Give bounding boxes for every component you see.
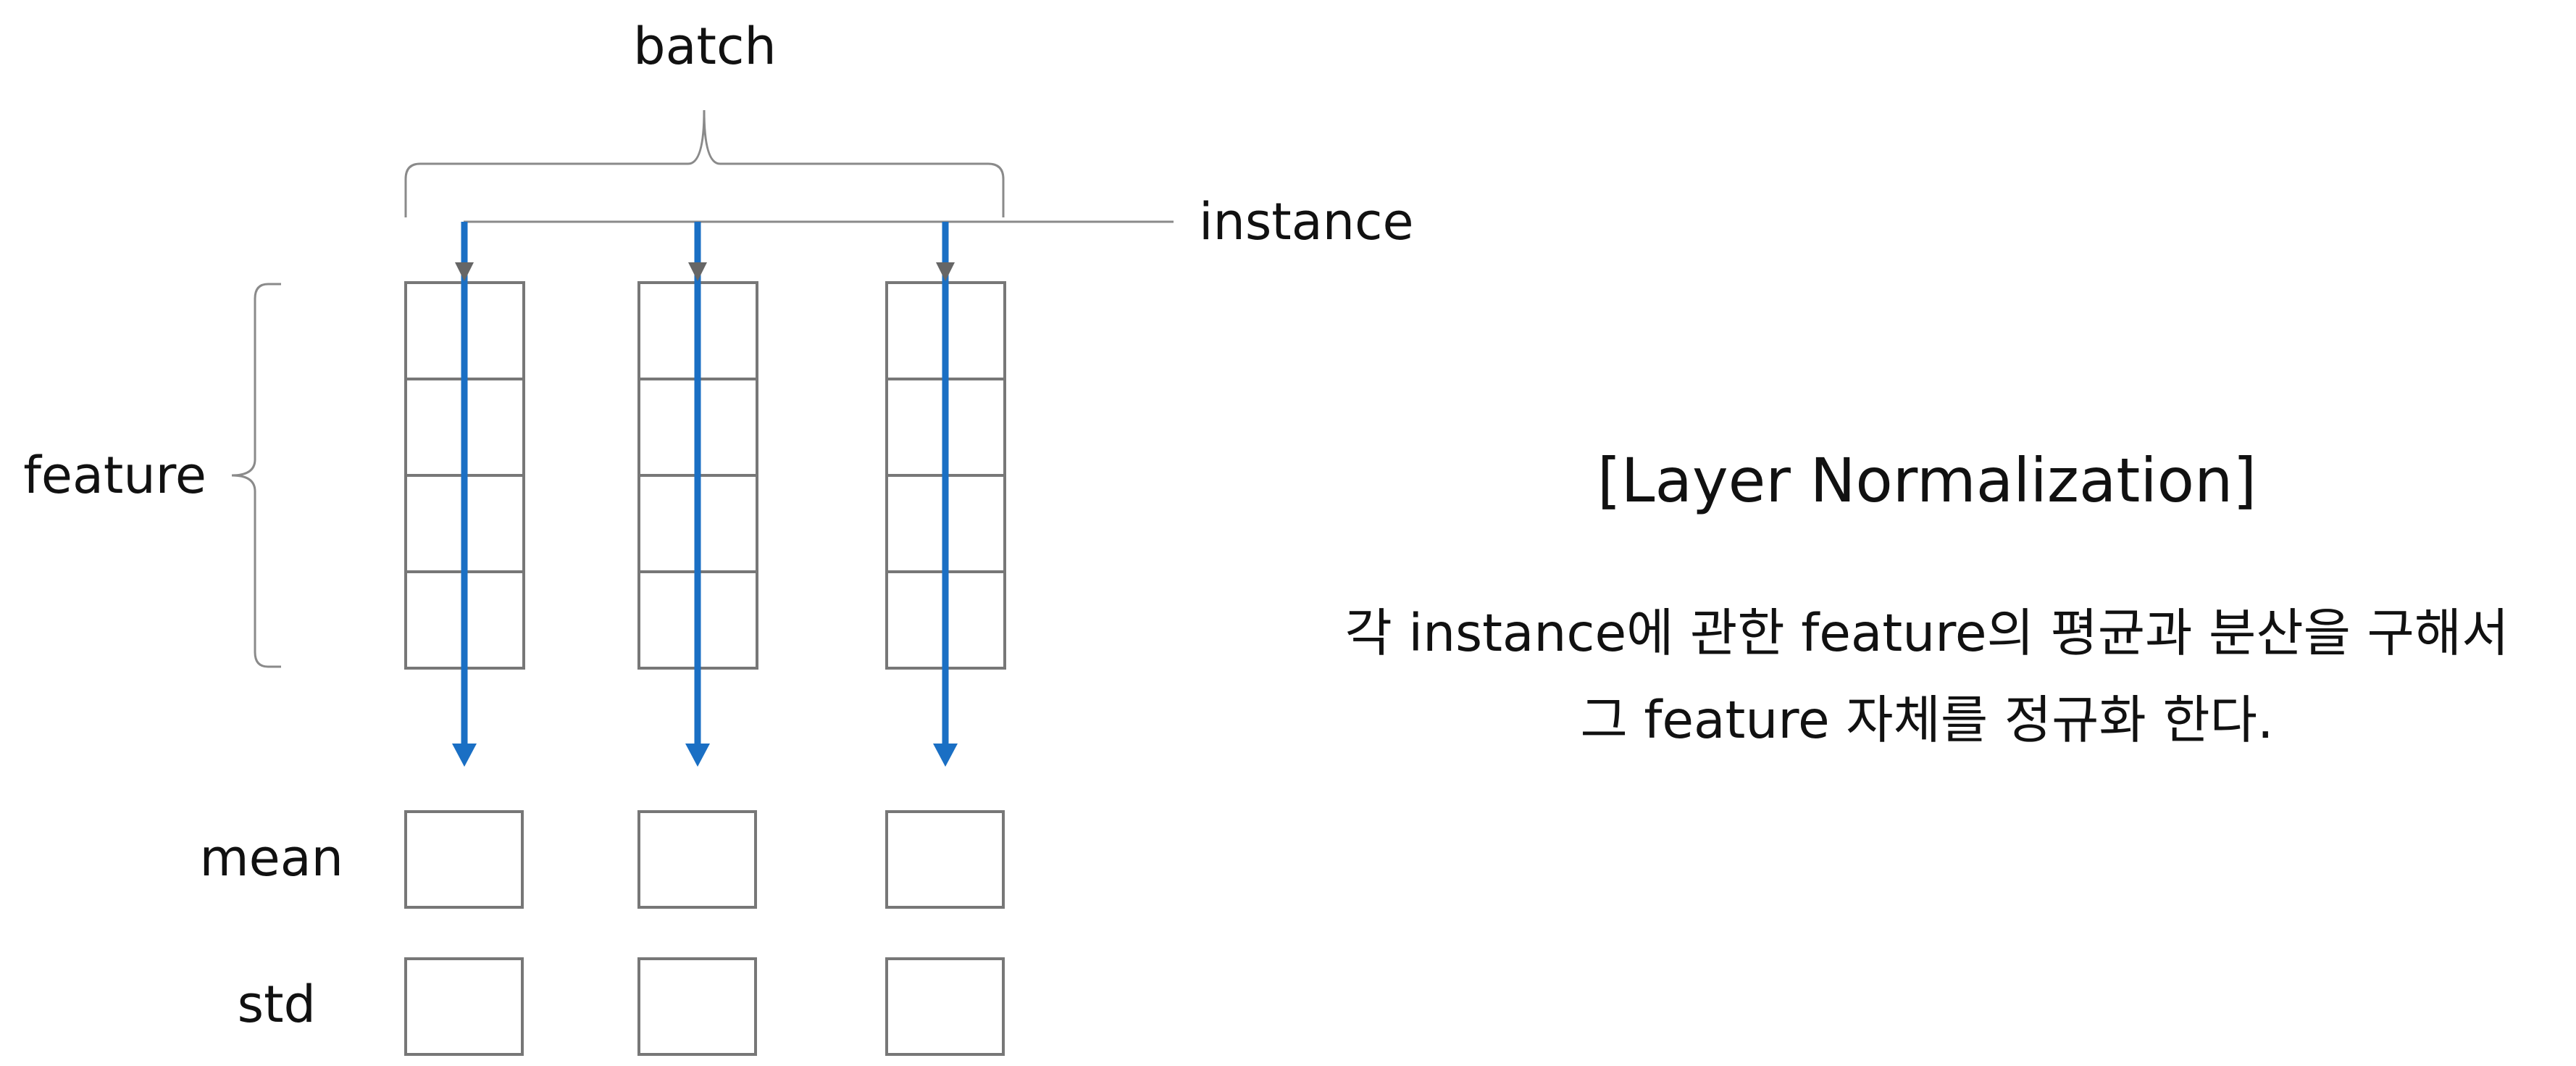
instance-gray-arrowhead — [936, 262, 955, 281]
feature-brace — [231, 283, 281, 668]
instance-gray-arrowhead — [455, 262, 474, 281]
panel-description-line-2: 그 feature 자체를 정규화 한다. — [1580, 690, 2273, 750]
std-box — [404, 957, 524, 1056]
instance-column-3 — [885, 222, 1006, 1056]
instance-label: instance — [1199, 192, 1414, 251]
mean-label: mean — [199, 828, 343, 888]
std-label: std — [238, 975, 316, 1034]
feature-label: feature — [23, 446, 206, 505]
panel-title: [Layer Normalization] — [1597, 445, 2257, 516]
mean-box — [404, 810, 524, 909]
panel-description-line-1: 각 instance에 관한 feature의 평균과 분산을 구해서 — [1345, 603, 2509, 663]
std-box — [885, 957, 1005, 1056]
instance-gray-arrowhead — [688, 262, 707, 281]
mean-box — [637, 810, 757, 909]
instance-blue-arrowhead — [685, 744, 710, 767]
mean-box — [885, 810, 1005, 909]
std-box — [637, 957, 757, 1056]
batch-brace — [404, 109, 1005, 217]
batch-label: batch — [633, 17, 777, 76]
instance-blue-arrowhead — [933, 744, 958, 767]
instance-column-2 — [637, 222, 758, 1056]
instance-column-1 — [404, 222, 525, 1056]
instance-blue-arrowhead — [452, 744, 477, 767]
